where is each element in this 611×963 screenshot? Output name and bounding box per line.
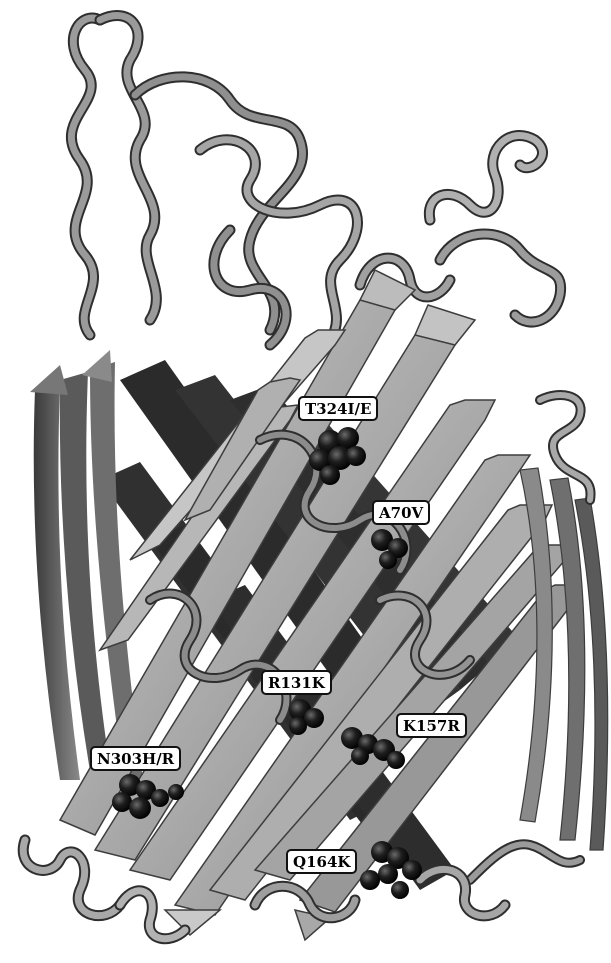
label-q164: Q164K xyxy=(286,849,357,874)
label-r131: R131K xyxy=(261,670,332,695)
label-t324: T324I/E xyxy=(298,396,378,421)
label-k157: K157R xyxy=(396,713,467,738)
top-loops xyxy=(71,16,560,345)
barrel-front-strands xyxy=(60,270,580,940)
label-n303: N303H/R xyxy=(90,746,181,771)
label-a70: A70V xyxy=(372,500,430,525)
